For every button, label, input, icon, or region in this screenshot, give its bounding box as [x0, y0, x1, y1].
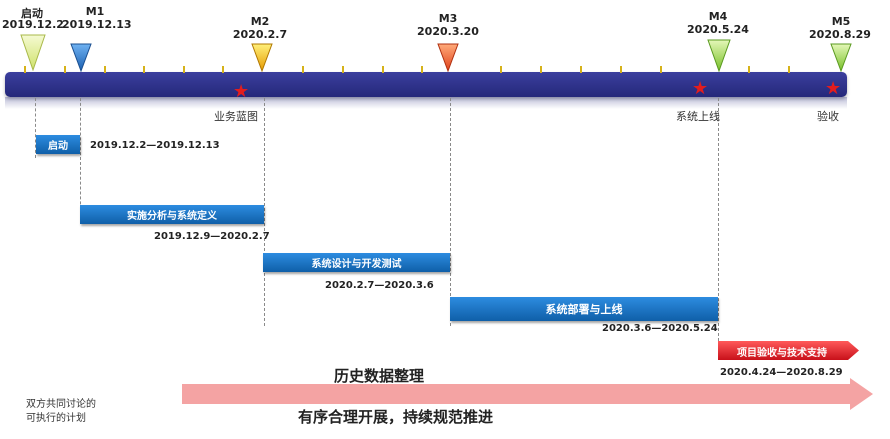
support-dates: 2020.4.24—2020.8.29	[720, 367, 843, 378]
timeline-tick	[104, 66, 106, 73]
star-icon-blueprint: ★	[233, 81, 250, 102]
timeline-tick	[183, 66, 185, 73]
support-label: 项目验收与技术支持	[737, 348, 827, 359]
phase-dates-deployment: 2020.3.6—2020.5.24	[602, 323, 718, 334]
phase-bar-deployment: 系统部署与上线	[450, 297, 718, 321]
milestone-m4-marker	[707, 39, 731, 72]
support-arrow	[718, 341, 859, 360]
milestone-m4-date: 2020.5.24	[687, 23, 749, 36]
timeline-tick	[500, 66, 502, 73]
milestone-m5-name: M5	[831, 15, 851, 28]
milestone-m2-date: 2020.2.7	[232, 28, 288, 41]
timeline-tick	[24, 66, 26, 73]
timeline-tick	[382, 66, 384, 73]
milestone-m5-date: 2020.8.29	[809, 28, 871, 41]
milestone-m3-date: 2020.3.20	[417, 25, 479, 38]
milestone-m1-marker	[70, 43, 92, 72]
milestone-m1-date: 2019.12.13	[62, 18, 132, 31]
plan-note-line1: 双方共同讨论的	[26, 399, 96, 410]
milestone-m1-name: M1	[85, 5, 105, 18]
plan-note: 双方共同讨论的 可执行的计划	[26, 398, 96, 426]
phase-dates-design: 2020.2.7—2020.3.6	[325, 280, 434, 291]
star-label-golive: 系统上线	[676, 110, 720, 123]
phase-bar-design: 系统设计与开发测试	[263, 253, 450, 272]
history-slogan: 有序合理开展，持续规范推进	[298, 408, 494, 426]
timeline-tick	[222, 66, 224, 73]
milestone-m2-marker	[251, 43, 273, 72]
guide-line-m3	[450, 98, 451, 326]
timeline-tick	[788, 66, 790, 73]
plan-note-line2: 可执行的计划	[26, 413, 86, 424]
timeline-tick	[580, 66, 582, 73]
phase-bar-kickoff: 启动	[36, 135, 80, 154]
milestone-m3-name: M3	[438, 12, 458, 25]
phase-dates-analysis: 2019.12.9—2020.2.7	[154, 231, 270, 242]
star-icon-acceptance: ★	[825, 78, 842, 99]
star-label-blueprint: 业务蓝图	[214, 110, 258, 123]
guide-line-m1	[80, 98, 81, 224]
milestone-m5-marker	[830, 43, 852, 72]
phase-bar-analysis: 实施分析与系统定义	[80, 205, 264, 224]
milestone-m4-name: M4	[708, 10, 728, 23]
star-icon-golive: ★	[692, 78, 709, 99]
timeline-tick	[302, 66, 304, 73]
guide-line-m2	[264, 98, 265, 326]
timeline-tick	[620, 66, 622, 73]
history-arrow	[182, 378, 873, 410]
timeline-tick	[143, 66, 145, 73]
guide-line-start	[35, 98, 36, 158]
milestone-m3-marker	[437, 43, 459, 72]
timeline-bar	[5, 72, 847, 97]
guide-line-m4	[718, 98, 719, 346]
timeline-tick	[540, 66, 542, 73]
timeline-tick	[421, 66, 423, 73]
timeline-tick	[64, 66, 66, 73]
phase-dates-kickoff: 2019.12.2—2019.12.13	[90, 140, 220, 151]
history-title: 历史数据整理	[334, 367, 425, 385]
timeline-tick	[660, 66, 662, 73]
milestone-start-marker	[20, 34, 46, 71]
timeline-tick	[342, 66, 344, 73]
milestone-start-name: 启动	[21, 7, 43, 20]
milestone-m2-name: M2	[250, 15, 270, 28]
timeline-reflection	[5, 97, 847, 109]
star-label-acceptance: 验收	[817, 110, 839, 123]
milestone-start-date: 2019.12.2	[2, 18, 64, 31]
timeline-tick	[748, 66, 750, 73]
